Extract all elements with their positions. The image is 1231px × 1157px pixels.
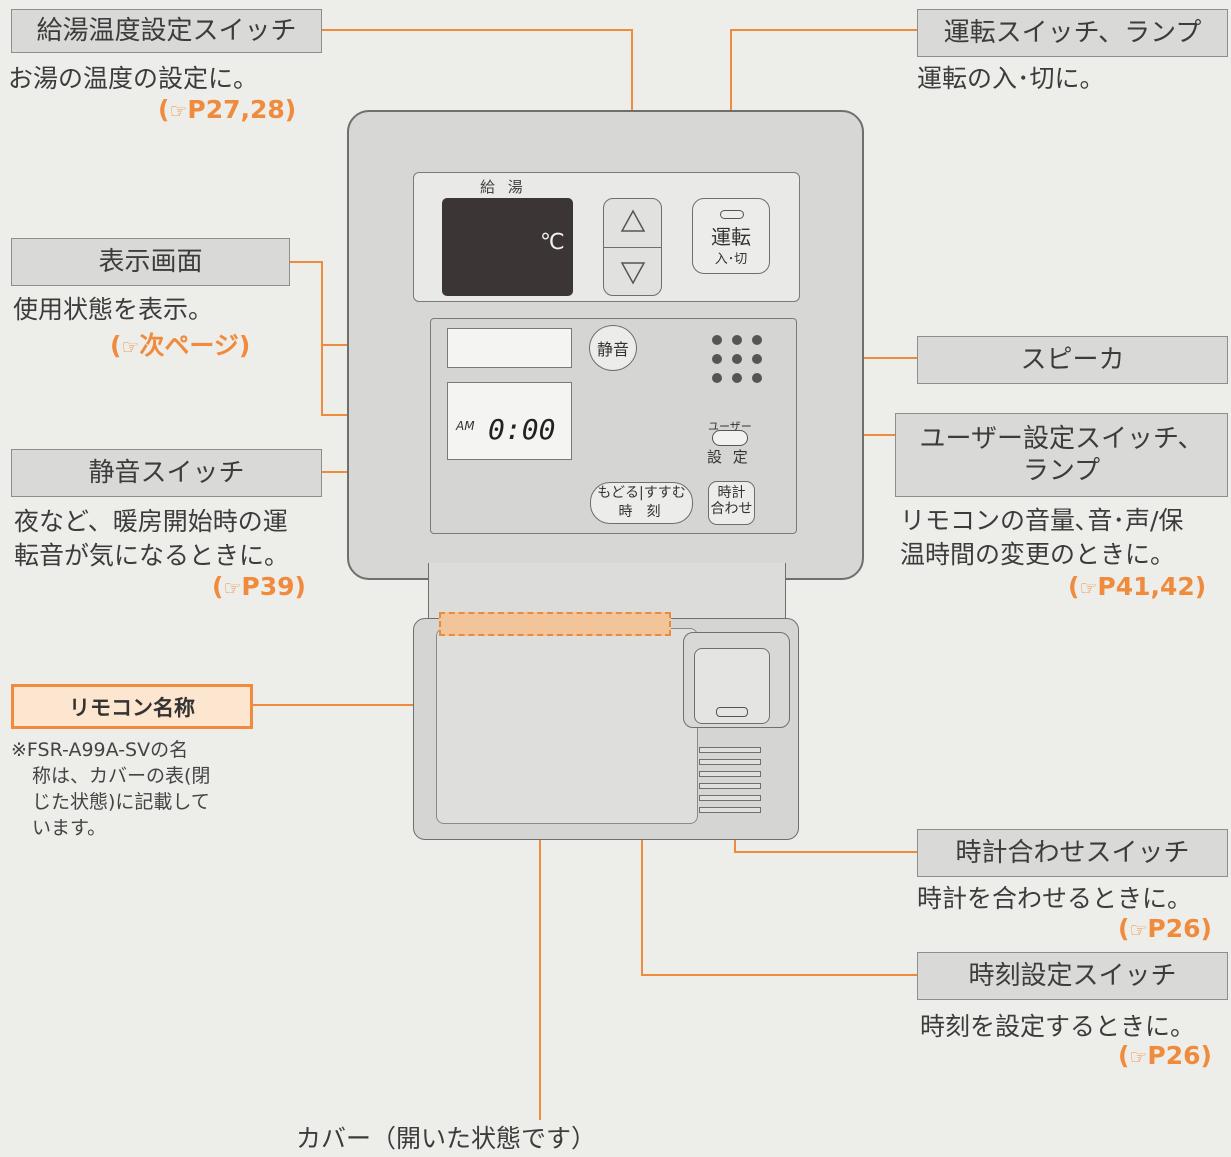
am-indicator: AM [456, 419, 475, 433]
user-label-top: ユーザー [708, 420, 752, 433]
status-display [447, 328, 572, 368]
power-label: 運転 [711, 225, 751, 249]
cover-label: カバー（開いた状態です） [296, 1124, 597, 1153]
user-switch-title-2: ランプ [1022, 456, 1101, 486]
forward-label: すすむ [643, 485, 686, 501]
remote-name-note-2: 称は、カバーの表(閉 [32, 765, 211, 787]
battery-slot-icon [716, 707, 748, 717]
power-button[interactable]: 運転 入･切 [692, 198, 770, 274]
mute-switch-title: 静音スイッチ [11, 449, 322, 497]
power-sublabel: 入･切 [714, 252, 748, 267]
battery-door[interactable] [694, 648, 770, 724]
user-switch-ref: (☞P41,42) [1068, 572, 1207, 601]
mute-switch-desc-1: 夜など、暖房開始時の運 [14, 507, 288, 536]
clock-time: 0:00 [488, 413, 556, 446]
remote-name-note-1: ※FSR-A99A-SVの名 [11, 739, 189, 761]
clock-switch-title: 時計合わせスイッチ [917, 829, 1228, 877]
mute-button[interactable]: 静音 [589, 325, 637, 371]
remote-name-plate [439, 612, 671, 636]
time-label: 時刻 [618, 504, 675, 520]
temp-updown-switch[interactable] [603, 198, 662, 296]
pointing-hand-icon: ☞ [1079, 576, 1098, 600]
clock-label-1: 時計 [717, 485, 746, 501]
time-switch-ref: (☞P26) [1118, 1041, 1212, 1070]
pointing-hand-icon: ☞ [1129, 1045, 1148, 1069]
time-switch-title: 時刻設定スイッチ [917, 952, 1228, 1000]
power-switch-desc: 運転の入･切に。 [917, 64, 1105, 93]
remote-name-note-4: います。 [32, 817, 107, 839]
clock-switch-ref: (☞P26) [1118, 914, 1212, 943]
display-ref: (☞次ページ) [110, 331, 251, 360]
up-arrow-icon[interactable] [620, 209, 646, 233]
user-switch-desc-2: 温時間の変更のときに。 [900, 540, 1176, 569]
speaker-title: スピーカ [917, 336, 1228, 384]
user-setting-button[interactable] [712, 430, 748, 446]
mute-switch-ref: (☞P39) [212, 572, 306, 601]
back-label: もどる [597, 485, 639, 501]
mute-switch-desc-2: 転音が気になるときに。 [14, 541, 290, 570]
cover-inner-panel [436, 628, 698, 824]
remote-name-title: リモコン名称 [11, 684, 253, 729]
user-switch-title: ユーザー設定スイッチ、 ランプ [895, 413, 1228, 497]
clock-label-2: 合わせ [710, 501, 753, 518]
pointing-hand-icon: ☞ [169, 99, 188, 123]
user-switch-desc-1: リモコンの音量､音･声/保 [900, 506, 1184, 535]
pointing-hand-icon: ☞ [223, 576, 242, 600]
celsius-unit: ℃ [540, 230, 565, 255]
clock-adjust-button[interactable]: 時計 合わせ [708, 481, 755, 525]
display-title: 表示画面 [11, 238, 290, 286]
down-arrow-icon[interactable] [620, 261, 646, 285]
temp-switch-desc: お湯の温度の設定に。 [8, 64, 259, 93]
temp-switch-ref: (☞P27,28) [158, 95, 297, 124]
temp-switch-title: 給湯温度設定スイッチ [11, 9, 322, 53]
power-lamp [720, 210, 744, 219]
pointing-hand-icon: ☞ [121, 335, 140, 359]
display-desc: 使用状態を表示。 [13, 295, 214, 324]
user-switch-title-1: ユーザー設定スイッチ、 [919, 423, 1204, 454]
pointing-hand-icon: ☞ [1129, 918, 1148, 942]
kyuto-label: 給 湯 [480, 178, 527, 196]
temperature-display [442, 198, 573, 296]
clock-display: AM 0:00 [447, 382, 572, 460]
time-switch-desc: 時刻を設定するときに。 [920, 1012, 1196, 1041]
time-setting-button[interactable]: もどる|すすむ 時刻 [590, 482, 693, 524]
power-switch-title: 運転スイッチ、ランプ [917, 9, 1228, 57]
clock-switch-desc: 時計を合わせるときに。 [917, 884, 1193, 913]
user-label-bottom: 設 定 [707, 448, 751, 466]
remote-name-note-3: じた状態)に記載して [32, 791, 210, 813]
